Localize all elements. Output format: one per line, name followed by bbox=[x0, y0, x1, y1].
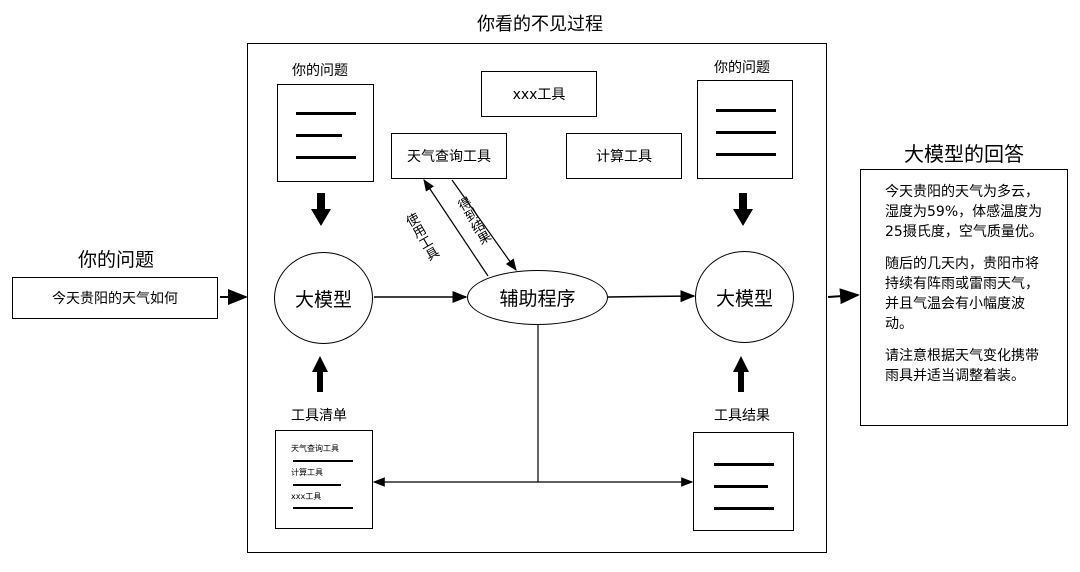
answer-heading: 大模型的回答 bbox=[904, 142, 1024, 166]
left-question-heading: 你的问题 bbox=[78, 249, 155, 271]
doc-line bbox=[293, 460, 353, 462]
tool-result-doc bbox=[693, 432, 794, 531]
doc-line bbox=[716, 109, 776, 112]
doc-line bbox=[714, 507, 774, 510]
thick-arrow-up-left bbox=[312, 356, 328, 392]
thick-arrow-down-right bbox=[733, 193, 753, 226]
model-node-right-label: 大模型 bbox=[715, 287, 773, 310]
helper-node: 辅助程序 bbox=[467, 270, 608, 325]
tool-list-item: 计算工具 bbox=[291, 468, 323, 477]
answer-box: 今天贵阳的天气为多云，湿度为59%，体感温度为25摄氏度，空气质量优。 随后的几… bbox=[860, 169, 1068, 426]
tool-box-xxx: xxx工具 bbox=[481, 71, 597, 117]
tool-box-weather: 天气查询工具 bbox=[391, 133, 507, 179]
tool-result-label: 工具结果 bbox=[714, 408, 770, 424]
inner-question-label-right: 你的问题 bbox=[714, 60, 770, 76]
doc-line bbox=[716, 153, 776, 156]
doc-line bbox=[293, 484, 341, 486]
answer-paragraph: 今天贵阳的天气为多云，湿度为59%，体感温度为25摄氏度，空气质量优。 bbox=[885, 184, 1043, 240]
tool-list-item: 天气查询工具 bbox=[291, 444, 339, 453]
doc-line bbox=[716, 131, 776, 134]
doc-line bbox=[714, 463, 774, 466]
thick-arrow-up-right bbox=[733, 356, 749, 392]
helper-node-label: 辅助程序 bbox=[499, 288, 576, 310]
inner-question-label-left: 你的问题 bbox=[292, 63, 348, 79]
answer-paragraph: 请注意根据天气变化携带雨具并适当调整着装。 bbox=[885, 348, 1039, 384]
thick-arrow-down-left bbox=[311, 193, 331, 226]
doc-line bbox=[296, 134, 342, 137]
arrow-helper-to-model bbox=[607, 290, 696, 303]
model-node-left: 大模型 bbox=[274, 252, 373, 344]
doc-line bbox=[296, 112, 356, 115]
tool-list-label: 工具清单 bbox=[291, 408, 347, 424]
model-node-right: 大模型 bbox=[695, 251, 794, 343]
question-doc-right bbox=[697, 80, 793, 179]
doc-line bbox=[296, 156, 356, 159]
tool-box-calc: 计算工具 bbox=[566, 133, 682, 179]
question-doc-left bbox=[277, 84, 374, 182]
invisible-process-frame bbox=[247, 43, 827, 553]
question-box: 今天贵阳的天气如何 bbox=[12, 277, 218, 319]
model-node-left-label: 大模型 bbox=[294, 288, 352, 311]
answer-paragraph: 随后的几天内，贵阳市将持续有阵雨或雷雨天气，并且气温会有小幅度波动。 bbox=[885, 256, 1039, 332]
diagram-title: 你看的不见过程 bbox=[477, 14, 603, 35]
arrow-use-tool bbox=[423, 179, 489, 277]
arrow-answer-out bbox=[827, 288, 860, 305]
doc-line bbox=[714, 485, 768, 488]
arrow-get-result bbox=[451, 179, 517, 271]
tool-list-doc: 天气查询工具 计算工具 xxx工具 bbox=[275, 430, 373, 529]
doc-line bbox=[293, 507, 353, 509]
tool-list-item: xxx工具 bbox=[291, 492, 322, 501]
